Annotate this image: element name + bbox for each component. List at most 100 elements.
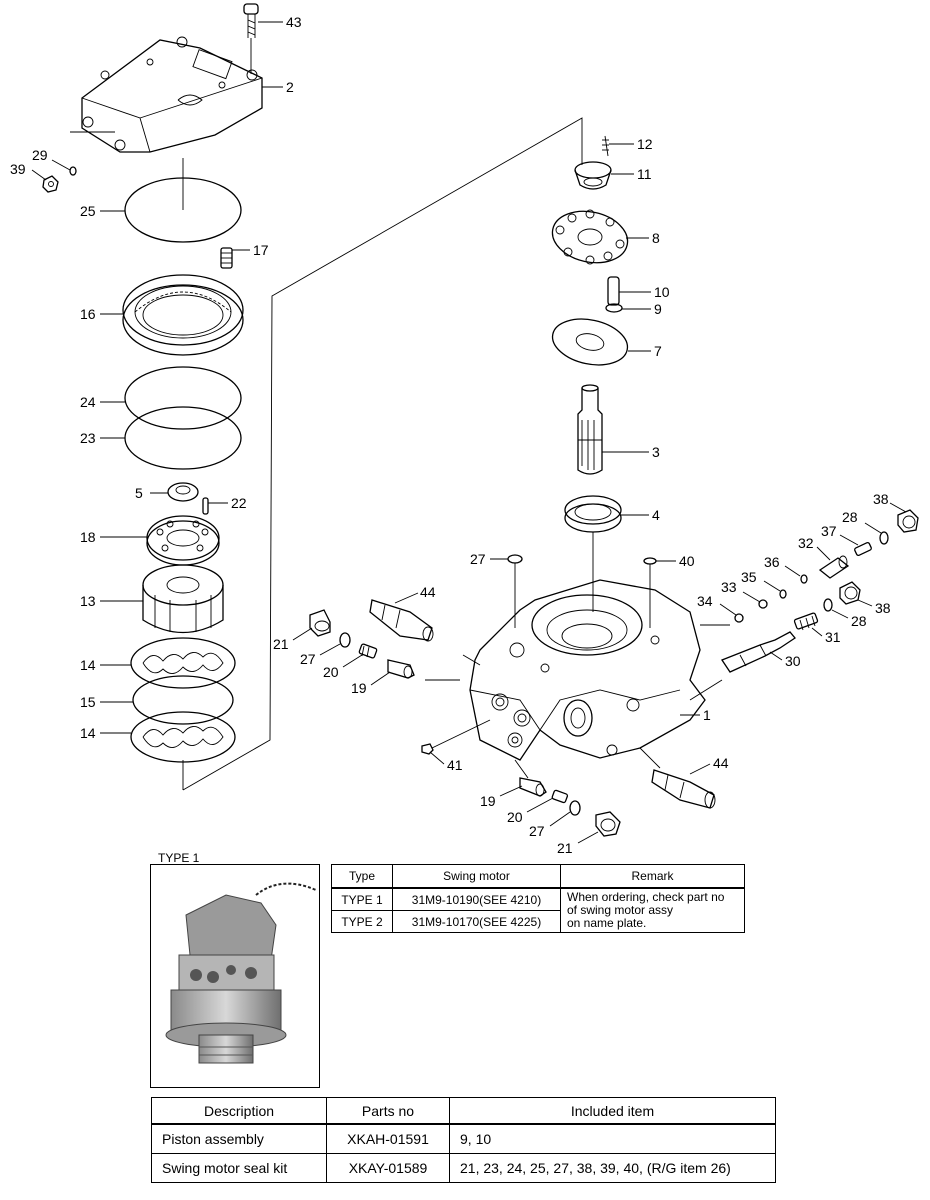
svg-text:4: 4 <box>652 507 660 523</box>
svg-text:15: 15 <box>80 694 96 710</box>
part-28-o-ring-right-lower <box>823 598 833 612</box>
callout-38-upper: 38 <box>873 491 907 513</box>
callout-41: 41 <box>429 751 463 773</box>
assembly-connector-line <box>182 117 583 791</box>
remark-line: of swing motor assy <box>567 903 674 917</box>
callout-33: 33 <box>721 579 761 603</box>
parts-kit-table: Description Parts no Included item Pisto… <box>151 1097 776 1183</box>
part-14-friction-plate-upper <box>130 637 236 689</box>
callout-9: 9 <box>622 301 662 317</box>
part-43-bolt <box>243 3 259 74</box>
callout-27-top: 27 <box>470 551 508 567</box>
part-33-seat <box>758 599 768 609</box>
callout-44-upper: 44 <box>394 584 436 604</box>
part-24-o-ring <box>124 366 242 430</box>
part-44-relief-valve-upper <box>369 599 434 642</box>
callout-17: 17 <box>232 242 269 258</box>
swing-motor-type-table: Type Swing motor Remark TYPE 1 31M9-1019… <box>331 864 745 933</box>
part-7-swash-plate <box>551 318 629 366</box>
svg-text:17: 17 <box>253 242 269 258</box>
svg-text:30: 30 <box>785 653 801 669</box>
table-row: Piston assembly XKAH-01591 9, 10 <box>151 1123 776 1154</box>
swing-motor-header: Swing motor <box>392 864 561 889</box>
callout-27-lower: 27 <box>529 811 571 839</box>
callout-20-lower: 20 <box>507 797 554 825</box>
svg-text:20: 20 <box>323 664 339 680</box>
table-row: TYPE 1 31M9-10190(SEE 4210) When orderin… <box>331 887 745 933</box>
part-39-plug <box>42 175 59 193</box>
callout-22: 22 <box>208 495 247 511</box>
part-31-spring-right <box>793 612 819 631</box>
callout-30: 30 <box>769 651 801 669</box>
part-40-plug <box>643 557 657 572</box>
svg-text:28: 28 <box>842 509 858 525</box>
svg-text:14: 14 <box>80 725 96 741</box>
callout-23: 23 <box>80 430 125 446</box>
part-36-o-ring <box>800 574 808 584</box>
part-14-friction-plate-lower <box>130 711 236 763</box>
parts-no-cell: XKAY-01589 <box>326 1153 450 1183</box>
remark-header: Remark <box>560 864 745 889</box>
svg-text:8: 8 <box>652 230 660 246</box>
callout-1: 1 <box>680 707 711 723</box>
part-15-separator-plate <box>132 675 234 725</box>
callout-12: 12 <box>609 136 653 152</box>
callout-27-left: 27 <box>300 643 341 667</box>
svg-text:44: 44 <box>420 584 436 600</box>
callout-13: 13 <box>80 593 143 609</box>
parts-no-cell: XKAH-01591 <box>326 1123 450 1154</box>
description-header: Description <box>151 1097 327 1125</box>
callout-21-lower: 21 <box>557 831 599 856</box>
callout-31: 31 <box>811 627 841 645</box>
callout-19-left: 19 <box>351 671 391 696</box>
svg-text:25: 25 <box>80 203 96 219</box>
svg-text:21: 21 <box>557 840 573 856</box>
part-23-o-ring <box>124 406 242 470</box>
parts-table-header: Description Parts no Included item <box>151 1097 776 1125</box>
svg-text:10: 10 <box>654 284 670 300</box>
type-cell: TYPE 2 <box>331 910 393 933</box>
callout-43: 43 <box>258 14 302 30</box>
svg-text:18: 18 <box>80 529 96 545</box>
callout-19-lower: 19 <box>480 785 523 809</box>
callout-39: 39 <box>10 161 47 181</box>
included-item-header: Included item <box>449 1097 776 1125</box>
description-cell: Swing motor seal kit <box>151 1153 327 1183</box>
type-1-label: TYPE 1 <box>158 851 200 865</box>
part-19-check-valve-left <box>387 659 415 679</box>
callout-14-upper: 14 <box>80 657 131 673</box>
svg-text:19: 19 <box>351 680 367 696</box>
part-35-o-ring <box>779 589 787 599</box>
part-28-o-ring-right-upper <box>879 531 889 545</box>
svg-text:38: 38 <box>873 491 889 507</box>
part-44-relief-valve-lower <box>651 769 716 809</box>
svg-text:13: 13 <box>80 593 96 609</box>
part-5-bearing <box>167 482 199 502</box>
type-table-header: Type Swing motor Remark <box>331 864 745 889</box>
svg-text:33: 33 <box>721 579 737 595</box>
svg-text:27: 27 <box>529 823 545 839</box>
svg-text:1: 1 <box>703 707 711 723</box>
part-21-plug-lower <box>595 811 621 837</box>
svg-text:44: 44 <box>713 755 729 771</box>
svg-text:7: 7 <box>654 343 662 359</box>
svg-text:38: 38 <box>875 600 891 616</box>
svg-text:14: 14 <box>80 657 96 673</box>
callout-21-left: 21 <box>273 627 313 652</box>
svg-text:31: 31 <box>825 629 841 645</box>
remark-cell: When ordering, check part no of swing mo… <box>560 887 745 933</box>
callout-5: 5 <box>135 485 168 501</box>
part-3-drive-shaft <box>577 384 603 475</box>
svg-text:43: 43 <box>286 14 302 30</box>
svg-text:32: 32 <box>798 535 814 551</box>
svg-text:5: 5 <box>135 485 143 501</box>
callout-11: 11 <box>611 166 652 182</box>
callout-4: 4 <box>621 507 660 523</box>
svg-text:2: 2 <box>286 79 294 95</box>
part-34-ball <box>734 613 744 623</box>
table-row: TYPE 2 31M9-10170(SEE 4225) <box>331 910 745 933</box>
callout-3: 3 <box>602 444 660 460</box>
swing-motor-cell: 31M9-10170(SEE 4225) <box>392 910 561 933</box>
callout-18: 18 <box>80 529 147 545</box>
callout-7: 7 <box>628 343 662 359</box>
